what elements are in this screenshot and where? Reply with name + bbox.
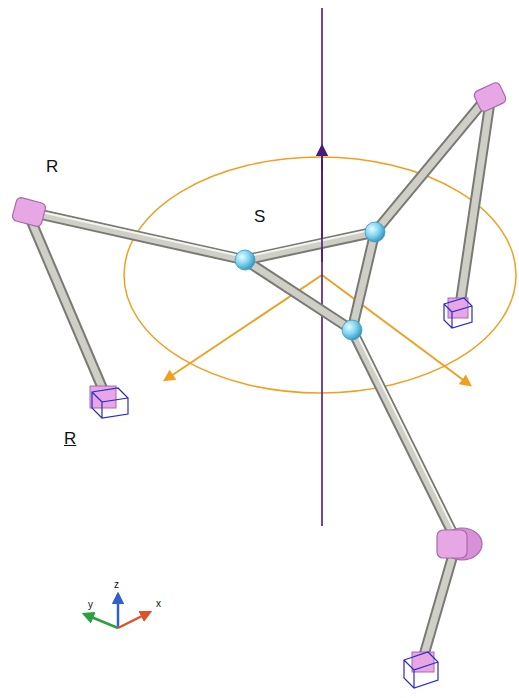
rod: [352, 232, 375, 330]
axis-arrow: [321, 150, 323, 170]
ground-base: [404, 652, 438, 688]
joint-label: R: [64, 430, 76, 447]
base-wireframe: [92, 388, 128, 418]
joint-block: [437, 530, 467, 558]
axis-label: x: [156, 599, 161, 609]
rod: [30, 218, 104, 392]
revolute-joint: [473, 81, 508, 113]
axis-label: z: [114, 580, 119, 590]
ground-base: [444, 298, 472, 328]
rod-outlines: [30, 96, 490, 655]
spherical-joint: [235, 250, 255, 270]
rod: [352, 232, 375, 330]
rod: [460, 102, 490, 305]
frame-arrow: [322, 275, 470, 385]
base-wireframe: [444, 298, 472, 328]
revolute-joint: [437, 528, 482, 560]
vertical-axis: [321, 8, 323, 262]
rod-highlight: [245, 229, 375, 257]
joint-block: [473, 81, 508, 113]
reference-circle: [124, 157, 516, 393]
rod: [245, 232, 375, 260]
rod-bodies: [30, 96, 490, 655]
spherical-joint: [365, 222, 385, 242]
revolute-joint: [11, 197, 46, 228]
rod: [245, 260, 352, 330]
rod: [30, 212, 245, 260]
rod-highlights: [32, 210, 457, 536]
rod: [245, 260, 352, 330]
axis-label: y: [88, 600, 93, 610]
spherical-joint: [342, 320, 362, 340]
z-axis: [117, 594, 120, 628]
joint-label: S: [254, 208, 265, 225]
rod: [424, 548, 455, 655]
rod-highlight: [354, 328, 457, 536]
rod: [352, 330, 455, 538]
base-wireframe: [404, 652, 438, 688]
y-axis: [84, 614, 118, 628]
ground-base: [90, 386, 128, 418]
rod: [30, 212, 245, 260]
joint-label: R: [46, 158, 58, 175]
rod: [352, 330, 455, 538]
rod-highlight: [32, 210, 245, 257]
rod: [30, 218, 104, 392]
rod: [460, 102, 490, 305]
joint-block: [11, 197, 46, 228]
rod: [424, 548, 455, 655]
x-axis: [118, 612, 150, 628]
rod: [245, 232, 375, 260]
